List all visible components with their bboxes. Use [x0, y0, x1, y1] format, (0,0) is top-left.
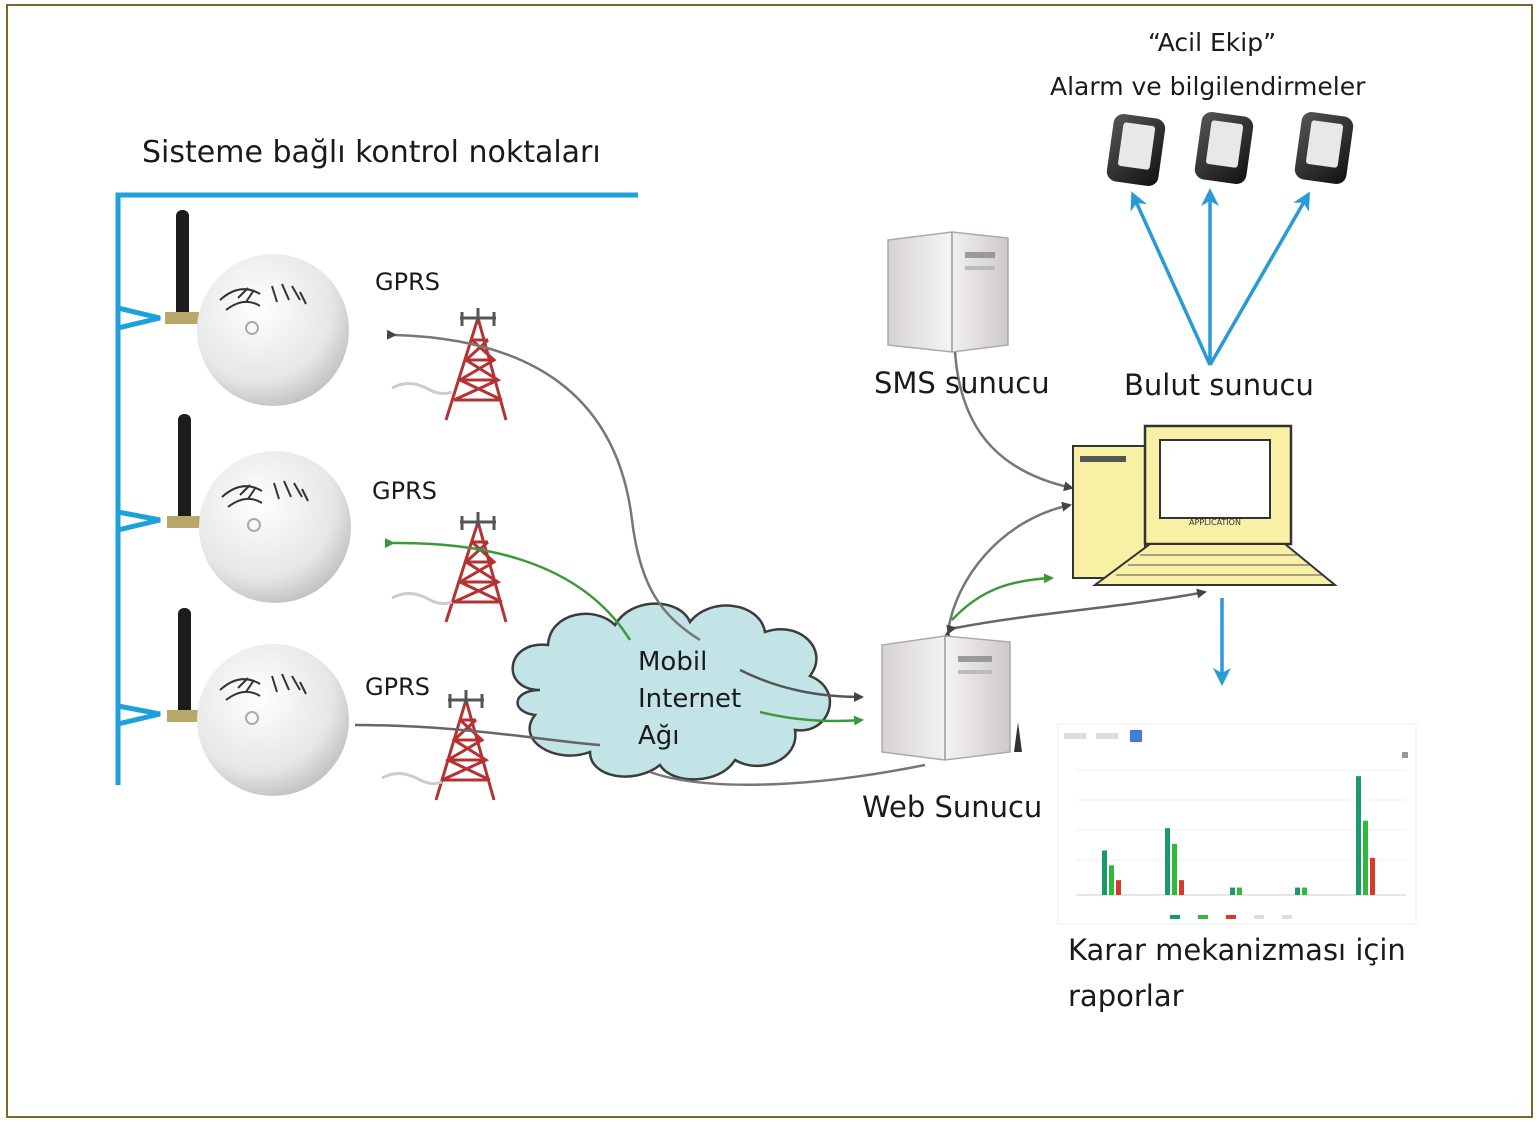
chart-bar — [1370, 857, 1375, 895]
chart-bar — [1109, 865, 1114, 895]
sms-server — [887, 231, 1009, 353]
phone-2 — [1194, 112, 1254, 184]
sensor-1 — [165, 210, 349, 406]
sms-server-label: SMS sunucu — [874, 366, 1050, 400]
gprs-label-1: GPRS — [375, 268, 440, 296]
gprs-tower-1 — [391, 308, 508, 421]
chart-bar — [1295, 887, 1300, 895]
report-chart — [1057, 723, 1417, 925]
laptop-screen-label: APPLICATION — [1189, 518, 1241, 527]
control-points-title: Sisteme bağlı kontrol noktaları — [142, 135, 601, 170]
gprs-label-3: GPRS — [365, 673, 430, 701]
alarm-arrows — [1130, 188, 1310, 686]
network-links — [354, 329, 1207, 786]
chart-legend — [1170, 915, 1292, 919]
chart-bar — [1237, 887, 1242, 895]
gprs-tower-2 — [391, 512, 508, 623]
web-server-label: Web Sunucu — [862, 790, 1043, 824]
chart-bar — [1165, 828, 1170, 895]
chart-bar — [1116, 880, 1121, 895]
chart-bar — [1102, 850, 1107, 895]
sensor-2 — [167, 414, 351, 603]
chart-bar — [1356, 776, 1361, 895]
emergency-team-label: “Acil Ekip” — [1148, 28, 1277, 57]
reports-label: Karar mekanizması için raporlar — [1068, 933, 1406, 1013]
sensor-3 — [167, 608, 349, 796]
gprs-label-2: GPRS — [372, 477, 437, 505]
chart-bar — [1230, 887, 1235, 895]
gprs-tower-3 — [381, 690, 496, 801]
cloud-server-label: Bulut sunucu — [1124, 368, 1314, 402]
web-server — [881, 635, 1022, 761]
control-bus-line — [115, 192, 638, 785]
chart-bar — [1363, 820, 1368, 895]
cloud-server-computer: APPLICATION — [1072, 424, 1338, 586]
mobile-internet-cloud — [511, 602, 832, 781]
cloud-label: Mobil Internet Ağı — [638, 647, 742, 751]
chart-bar — [1179, 880, 1184, 895]
chart-bar — [1172, 843, 1177, 895]
alarms-label: Alarm ve bilgilendirmeler — [1050, 72, 1366, 101]
phone-1 — [1106, 114, 1166, 186]
chart-bar — [1302, 887, 1307, 895]
phone-3 — [1294, 112, 1354, 184]
